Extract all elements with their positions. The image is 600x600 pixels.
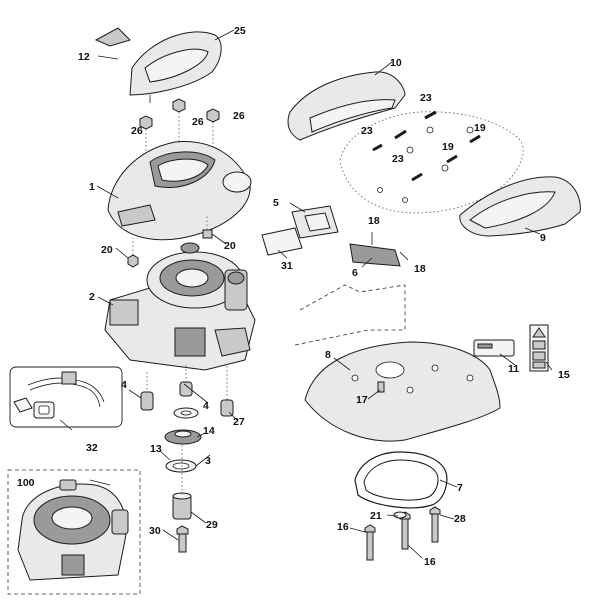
callout-20a: 20 xyxy=(101,244,113,256)
callout-19b: 19 xyxy=(442,141,454,153)
callout-30: 30 xyxy=(149,525,161,537)
callout-4b: 4 xyxy=(203,400,209,412)
callout-5: 5 xyxy=(273,197,279,209)
callout-3: 3 xyxy=(205,455,211,467)
side-cover xyxy=(459,176,581,237)
air-filter-cover xyxy=(129,31,222,103)
leader-lines xyxy=(89,29,553,559)
callout-18b: 18 xyxy=(414,263,426,275)
callout-14: 14 xyxy=(203,425,215,437)
assembly-leader-line xyxy=(294,284,406,346)
callout-16a: 16 xyxy=(337,521,349,533)
callout-25: 25 xyxy=(234,25,246,37)
callout-1: 1 xyxy=(89,181,95,193)
bolt-20-set xyxy=(127,215,213,268)
callout-6: 6 xyxy=(352,267,358,279)
callout-23c: 23 xyxy=(392,153,404,165)
callout-26a: 26 xyxy=(131,125,143,137)
callout-32: 32 xyxy=(86,442,98,454)
callout-18a: 18 xyxy=(368,215,380,227)
callout-13: 13 xyxy=(150,443,162,455)
engine-shroud xyxy=(107,141,252,241)
engine-block xyxy=(104,242,256,371)
engine-mount-stack xyxy=(140,365,234,553)
callout-27: 27 xyxy=(233,416,245,428)
callout-28: 28 xyxy=(454,513,466,525)
top-hood xyxy=(287,71,406,141)
callout-8: 8 xyxy=(325,349,331,361)
mounting-plate xyxy=(339,111,524,214)
callout-31: 31 xyxy=(281,260,293,272)
nut-26-set xyxy=(139,98,220,158)
callout-4a: 4 xyxy=(121,379,127,391)
handle-part xyxy=(349,232,409,267)
callout-100: 100 xyxy=(17,477,35,489)
small-plates xyxy=(261,205,339,256)
callout-labels: 1 2 3 4 4 5 6 7 8 9 10 11 12 13 14 15 16… xyxy=(17,25,570,568)
callout-21: 21 xyxy=(370,510,382,522)
callout-20b: 20 xyxy=(224,240,236,252)
callout-26b: 26 xyxy=(192,116,204,128)
callout-23b: 23 xyxy=(361,125,373,137)
engine-variant-box xyxy=(7,469,141,595)
callout-10: 10 xyxy=(390,57,402,69)
gasket xyxy=(354,451,448,509)
screw-set xyxy=(372,110,481,182)
callout-11: 11 xyxy=(508,363,519,375)
callout-7: 7 xyxy=(457,482,463,494)
callout-19a: 19 xyxy=(474,122,486,134)
callout-26c: 26 xyxy=(233,110,245,122)
callout-17: 17 xyxy=(356,394,368,406)
callout-12: 12 xyxy=(78,51,90,63)
callout-15: 15 xyxy=(558,369,570,381)
callout-9: 9 xyxy=(540,232,546,244)
bolts-bottom xyxy=(364,506,441,561)
deck-cover xyxy=(304,341,501,442)
carburetor-detail-box xyxy=(9,366,123,431)
callout-2: 2 xyxy=(89,291,95,303)
callout-23a: 23 xyxy=(420,92,432,104)
warning-tag xyxy=(94,27,131,47)
callout-16b: 16 xyxy=(424,556,436,568)
labels xyxy=(473,324,549,372)
callout-29: 29 xyxy=(206,519,218,531)
